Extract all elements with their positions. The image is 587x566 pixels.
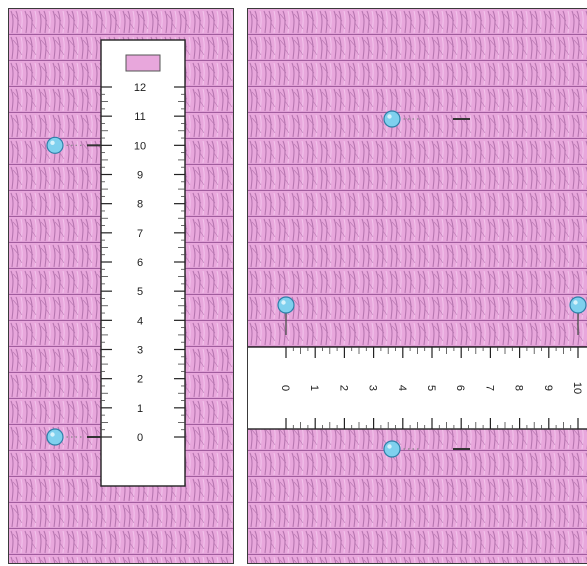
- horizontal-ruler-label: 7: [483, 385, 495, 391]
- vertical-ruler-label: 4: [137, 315, 143, 327]
- vertical-ruler-label: 3: [137, 345, 143, 357]
- right-panel-horizontal-measure: 0 1 2 3 4 5 6 7 8 9 10: [247, 8, 587, 564]
- vertical-ruler-label: 8: [137, 199, 143, 211]
- horizontal-ruler-label: 9: [542, 385, 554, 391]
- vertical-ruler-label: 10: [134, 140, 146, 152]
- right-fabric-swatch: 0 1 2 3 4 5 6 7 8 9 10: [248, 9, 587, 564]
- vertical-ruler-label: 6: [137, 257, 143, 269]
- horizontal-ruler-label: 1: [308, 385, 320, 391]
- vertical-ruler-label: 9: [137, 170, 143, 182]
- vertical-ruler-label: 12: [134, 82, 146, 94]
- horizontal-ruler-label: 8: [513, 385, 525, 391]
- fabric-background: [248, 9, 587, 564]
- vertical-ruler-label: 0: [137, 432, 143, 444]
- vertical-ruler-label: 11: [134, 111, 145, 123]
- horizontal-ruler-label: 3: [367, 385, 379, 391]
- vertical-ruler-label: 2: [137, 374, 143, 386]
- horizontal-ruler: 0 1 2 3 4 5 6 7 8 9 10: [248, 347, 587, 429]
- horizontal-ruler-label: 2: [337, 385, 349, 391]
- ruler-color-badge: [126, 55, 160, 71]
- horizontal-ruler-label: 10: [571, 382, 583, 394]
- horizontal-ruler-label: 4: [396, 385, 408, 391]
- vertical-ruler-label: 1: [137, 403, 143, 415]
- horizontal-ruler-label: 0: [279, 385, 291, 391]
- vertical-ruler-label: 7: [137, 228, 143, 240]
- horizontal-ruler-label: 6: [454, 385, 466, 391]
- horizontal-ruler-label: 5: [425, 385, 437, 391]
- vertical-ruler-label: 5: [137, 286, 143, 298]
